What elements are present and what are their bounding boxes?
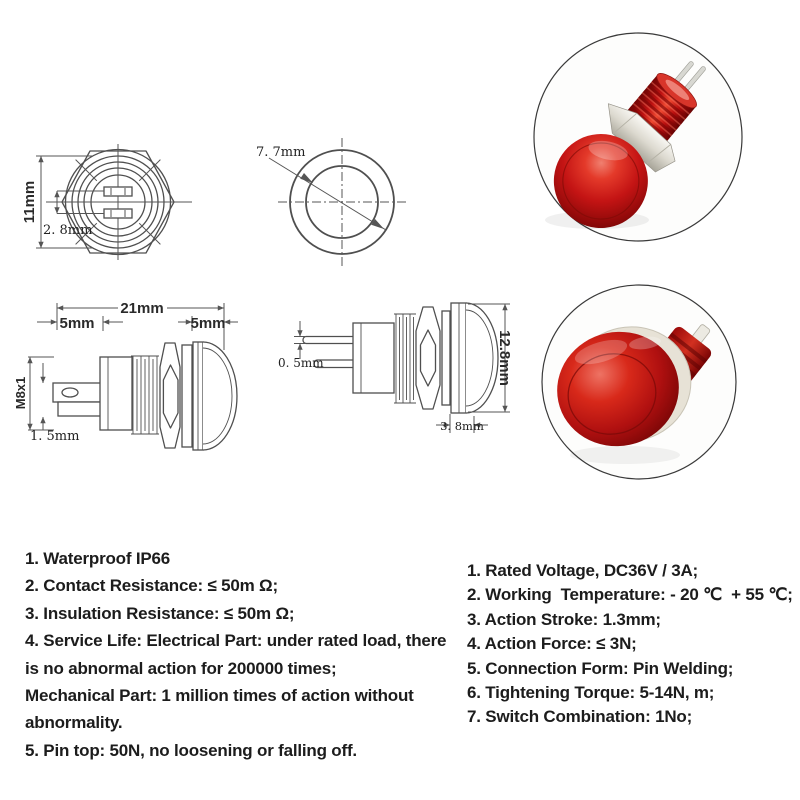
dim-label-back-height: 11mm xyxy=(21,181,38,224)
dome-highlight-2 xyxy=(629,336,661,350)
button-head-side-2 xyxy=(450,302,499,414)
spec-line: 4. Action Force: ≤ 3N; xyxy=(467,634,637,654)
product-photo-front xyxy=(541,284,737,480)
dim-5mm-head: 5mm xyxy=(178,315,238,332)
dim-label-diameter: 7. 7mm xyxy=(256,145,305,160)
spec-line: Mechanical Part: 1 million times of acti… xyxy=(25,686,414,706)
dome-highlight xyxy=(574,339,628,365)
spec-line: 5. Pin top: 50N, no loosening or falling… xyxy=(25,740,357,760)
dim-5mm-rear: 5mm xyxy=(37,315,123,332)
switch-base-2 xyxy=(352,322,395,394)
spec-list-left: 1. Waterproof IP66 2. Contact Resistance… xyxy=(25,545,447,764)
spec-line: 3. Insulation Resistance: ≤ 50m Ω; xyxy=(25,603,295,623)
solder-pin-side xyxy=(52,382,104,417)
washer-2 xyxy=(441,310,451,406)
spec-line: 4. Service Life: Electrical Part: under … xyxy=(25,631,447,651)
spec-line: is no abnormal action for 200000 times; xyxy=(25,658,337,678)
dim-21mm: 21mm xyxy=(56,300,225,350)
dim-label-thread-spec: M8x1 xyxy=(13,377,28,410)
dim-m8x1: M8x1 xyxy=(13,356,54,431)
dim-label-total-length: 21mm xyxy=(120,300,163,317)
push-button-angled xyxy=(553,61,706,229)
spec-line: 1. Rated Voltage, DC36V / 3A; xyxy=(467,561,699,580)
hex-nut-metal xyxy=(607,103,676,173)
dim-2-8mm: 2. 8mm xyxy=(43,190,104,238)
dim-0-5mm: 0. 5mm xyxy=(278,321,324,370)
dim-1-5mm: 1. 5mm xyxy=(30,363,79,444)
dim-label-head-diameter: 12.8mm xyxy=(496,330,513,386)
dome-cap xyxy=(557,331,679,447)
spec-list-right: 1. Rated Voltage, DC36V / 3A; 2. Working… xyxy=(467,559,793,730)
spec-line: 7. Switch Combination: 1No; xyxy=(467,707,693,727)
centerlines xyxy=(278,138,406,266)
button-head-side xyxy=(192,341,238,451)
cap-circle xyxy=(305,165,379,239)
spec-line: 5. Connection Form: Pin Welding; xyxy=(467,658,734,678)
dome-cap xyxy=(553,134,648,229)
dim-label-head-depth: 3. 8mm xyxy=(440,419,484,433)
dim-7-7mm: 7. 7mm xyxy=(256,145,387,231)
dome-groove xyxy=(562,142,640,220)
spec-line: 6. Tightening Torque: 5-14N, m; xyxy=(467,683,715,703)
push-button-front xyxy=(557,324,712,447)
dim-label-pin-width: 0. 5mm xyxy=(278,356,324,370)
dim-label-head-length: 5mm xyxy=(190,315,225,332)
switch-base xyxy=(99,356,133,431)
thread-section-2 xyxy=(394,313,416,404)
dome-groove xyxy=(567,353,657,435)
dim-label-rear-length: 5mm xyxy=(59,315,94,332)
spec-line: 2. Working Temperature: - 20 ℃ + 55 ℃; xyxy=(467,585,793,605)
dome-highlight xyxy=(588,140,628,161)
dim-label-pin-spacing: 2. 8mm xyxy=(43,223,92,238)
dim-3-8mm: 3. 8mm xyxy=(436,414,488,433)
long-pins xyxy=(302,335,357,369)
diagram-side-view: 21mm 5mm 5mm M8x1 xyxy=(13,300,238,451)
diagram-side-view-2: 0. 5mm xyxy=(278,302,513,433)
spec-line: 2. Contact Resistance: ≤ 50m Ω; xyxy=(25,576,278,596)
product-photo-angled xyxy=(533,32,743,242)
spec-line: 3. Action Stroke: 1.3mm; xyxy=(467,609,661,629)
photo-shadow xyxy=(570,446,680,464)
diagram-front-view: 7. 7mm xyxy=(256,138,406,266)
solder-pins-back xyxy=(103,186,133,219)
thread-section xyxy=(131,355,159,435)
spec-line: abnormality. xyxy=(25,713,123,733)
dim-label-pin-thickness: 1. 5mm xyxy=(30,429,79,444)
crosshair xyxy=(46,144,192,260)
spec-line: 1. Waterproof IP66 xyxy=(25,549,171,568)
dim-11mm: 11mm xyxy=(21,155,92,249)
hex-nut-side-2 xyxy=(415,306,441,410)
washer xyxy=(181,344,193,448)
diagram-back-view: 11mm 2. 8mm xyxy=(21,144,192,260)
hex-nut-side xyxy=(159,342,181,449)
dim-12-8mm: 12.8mm xyxy=(468,303,513,413)
technical-drawings: 11mm 2. 8mm 7. 7mm xyxy=(13,138,513,451)
